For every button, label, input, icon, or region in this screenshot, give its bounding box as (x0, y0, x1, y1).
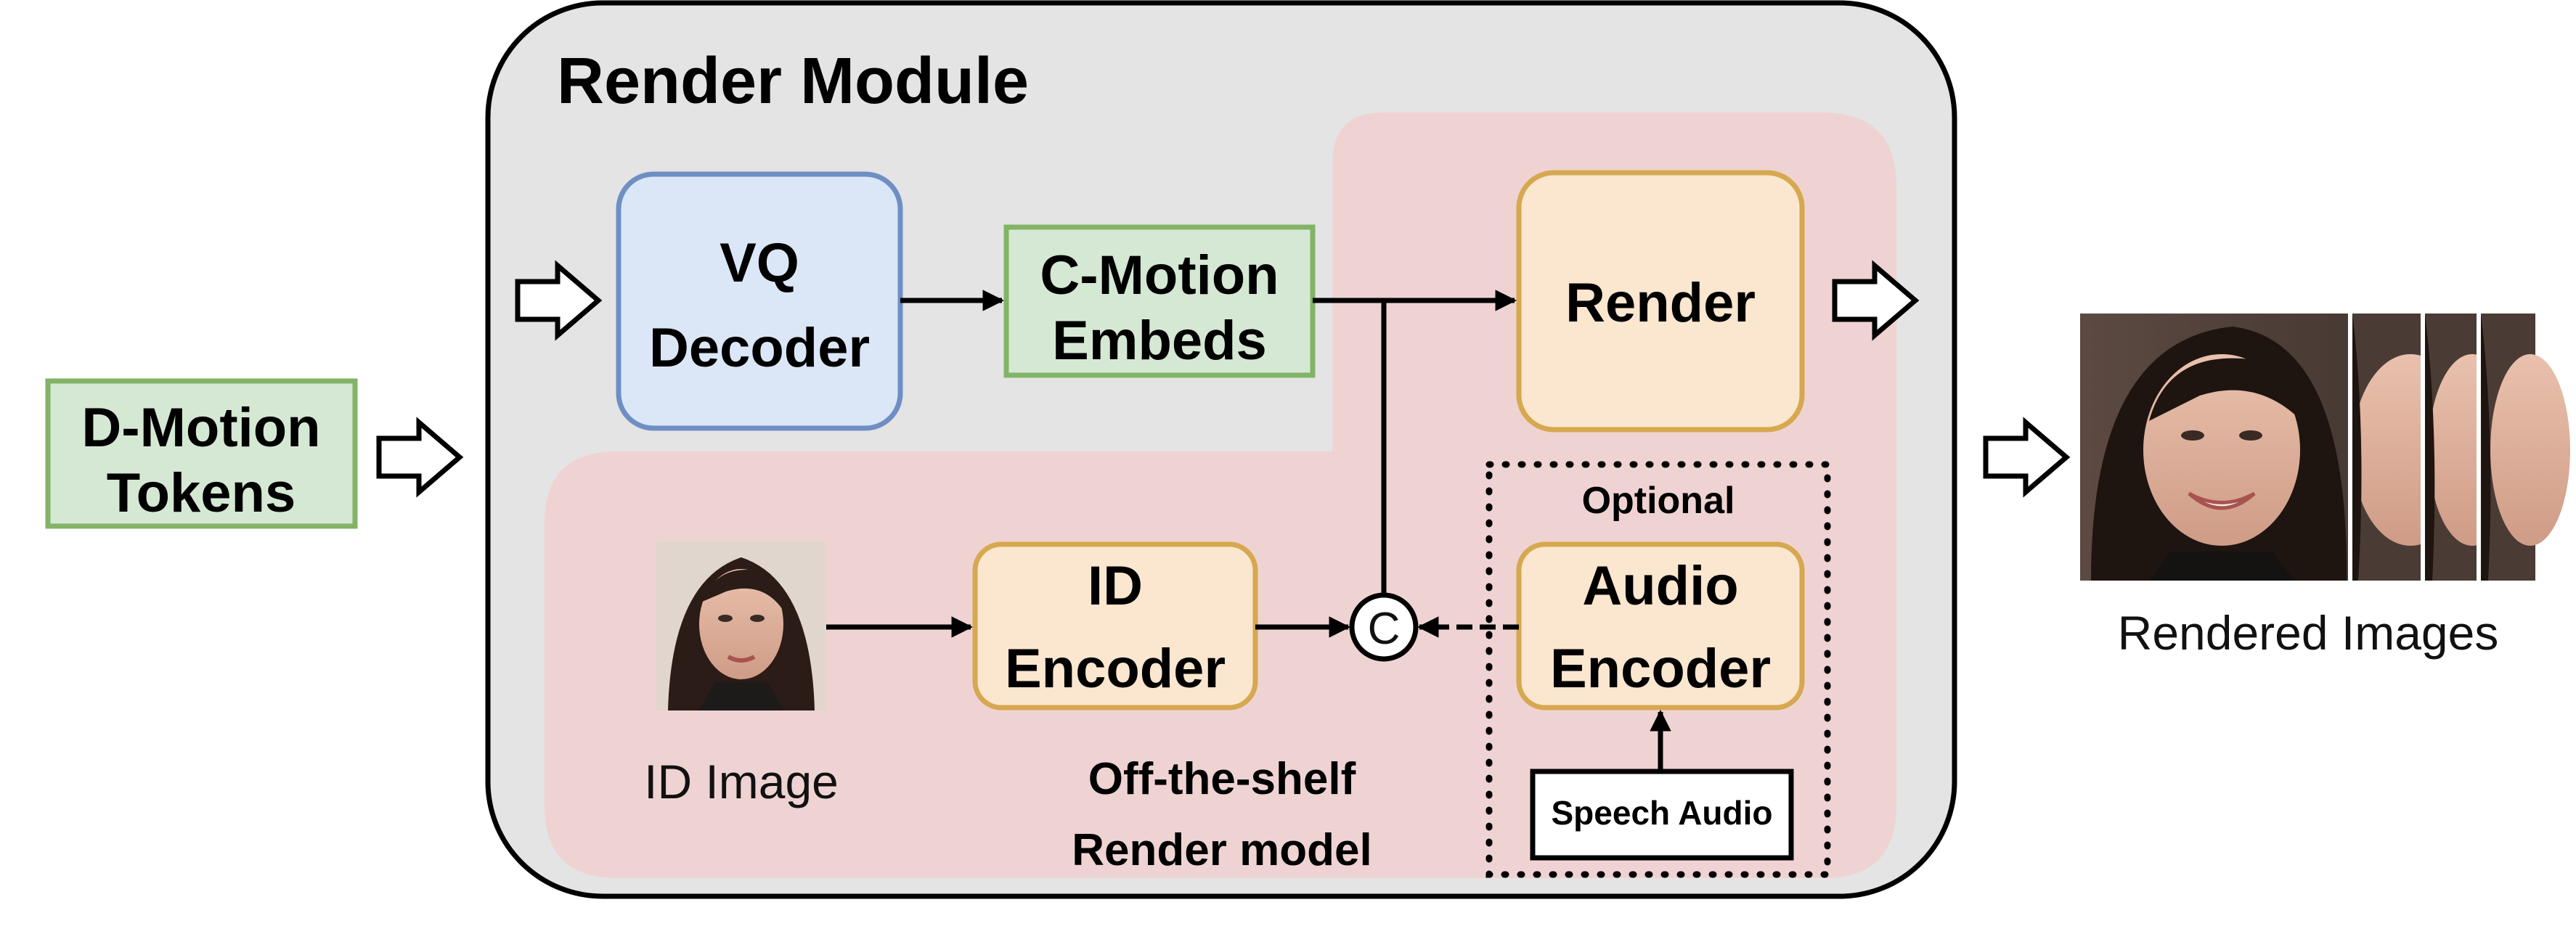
id-image-caption: ID Image (644, 755, 839, 808)
hollow-arrow-module-out (1832, 260, 1920, 341)
render-box-label: Render (1565, 272, 1756, 334)
id-encoder-line1: ID (1088, 555, 1143, 617)
hollow-arrow-input (376, 417, 464, 498)
optional-label: Optional (1582, 480, 1735, 522)
c-motion-embeds-box (1003, 224, 1316, 378)
rendered-images-strip (2080, 314, 2570, 581)
c-motion-embeds-line1: C-Motion (1040, 245, 1279, 306)
vq-decoder-line1: VQ (720, 232, 799, 294)
offshelf-line2: Render model (1072, 825, 1371, 875)
hollow-arrow-output (1983, 417, 2071, 498)
speech-audio-label: Speech Audio (1552, 794, 1773, 832)
rendered-images-caption: Rendered Images (2118, 606, 2499, 660)
render-box (1516, 170, 1805, 433)
d-motion-tokens-line1: D-Motion (81, 397, 320, 459)
hollow-arrow-module-in (515, 260, 603, 341)
optional-dotted-region (1485, 461, 1831, 878)
d-motion-tokens-line2: Tokens (107, 462, 295, 524)
id-image-portrait (656, 541, 826, 710)
audio-encoder-line1: Audio (1582, 555, 1738, 617)
vq-decoder-line2: Decoder (649, 317, 870, 379)
offshelf-line1: Off-the-shelf (1088, 754, 1356, 804)
c-motion-embeds-line2: Embeds (1052, 310, 1267, 372)
id-encoder-line2: Encoder (1005, 638, 1226, 700)
vq-decoder-box (616, 171, 903, 431)
render-module-title: Render Module (557, 45, 1029, 118)
audio-encoder-line2: Encoder (1550, 638, 1771, 700)
d-motion-tokens-box (45, 378, 358, 529)
concat-symbol: C (1368, 604, 1401, 654)
